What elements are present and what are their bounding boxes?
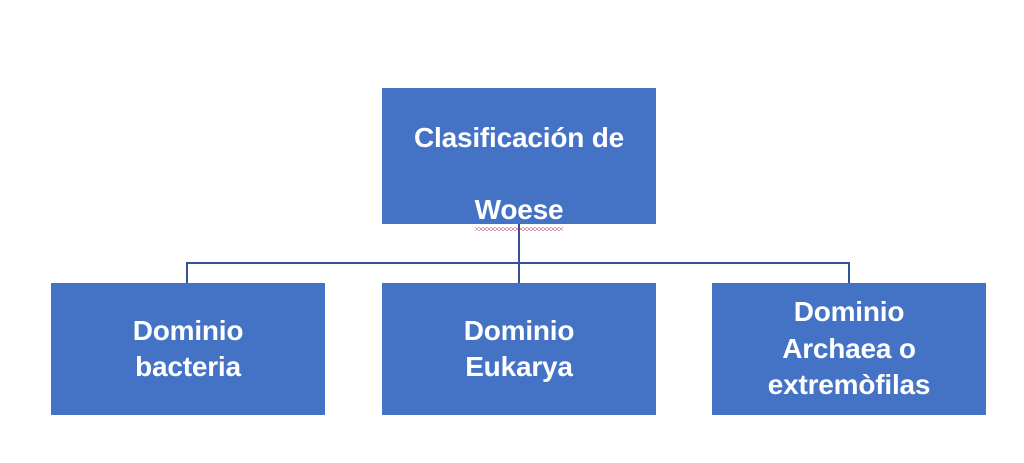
node-dominio-eukarya[interactable]: Dominio Eukarya <box>382 283 656 415</box>
node-dominio-archaea-label: Dominio Archaea o extremòfilas <box>767 296 931 401</box>
connector-drop-archaea <box>848 262 850 283</box>
node-dominio-bacteria[interactable]: Dominio bacteria <box>51 283 325 415</box>
node-root-label: Clasificación de Woese <box>404 84 634 231</box>
node-dominio-bacteria-label: Dominio bacteria <box>132 315 244 382</box>
connector-horizontal-bar <box>186 262 850 264</box>
node-root-line2: Woese <box>474 192 564 231</box>
node-dominio-eukarya-label: Dominio Eukarya <box>463 315 575 382</box>
node-root-line1: Clasificación de <box>414 122 624 154</box>
connector-root-stem <box>518 224 520 283</box>
node-root-clasificacion-de-woese[interactable]: Clasificación de Woese <box>382 88 656 231</box>
node-dominio-archaea[interactable]: Dominio Archaea o extremòfilas <box>712 283 986 415</box>
connector-drop-bacteria <box>186 262 188 283</box>
